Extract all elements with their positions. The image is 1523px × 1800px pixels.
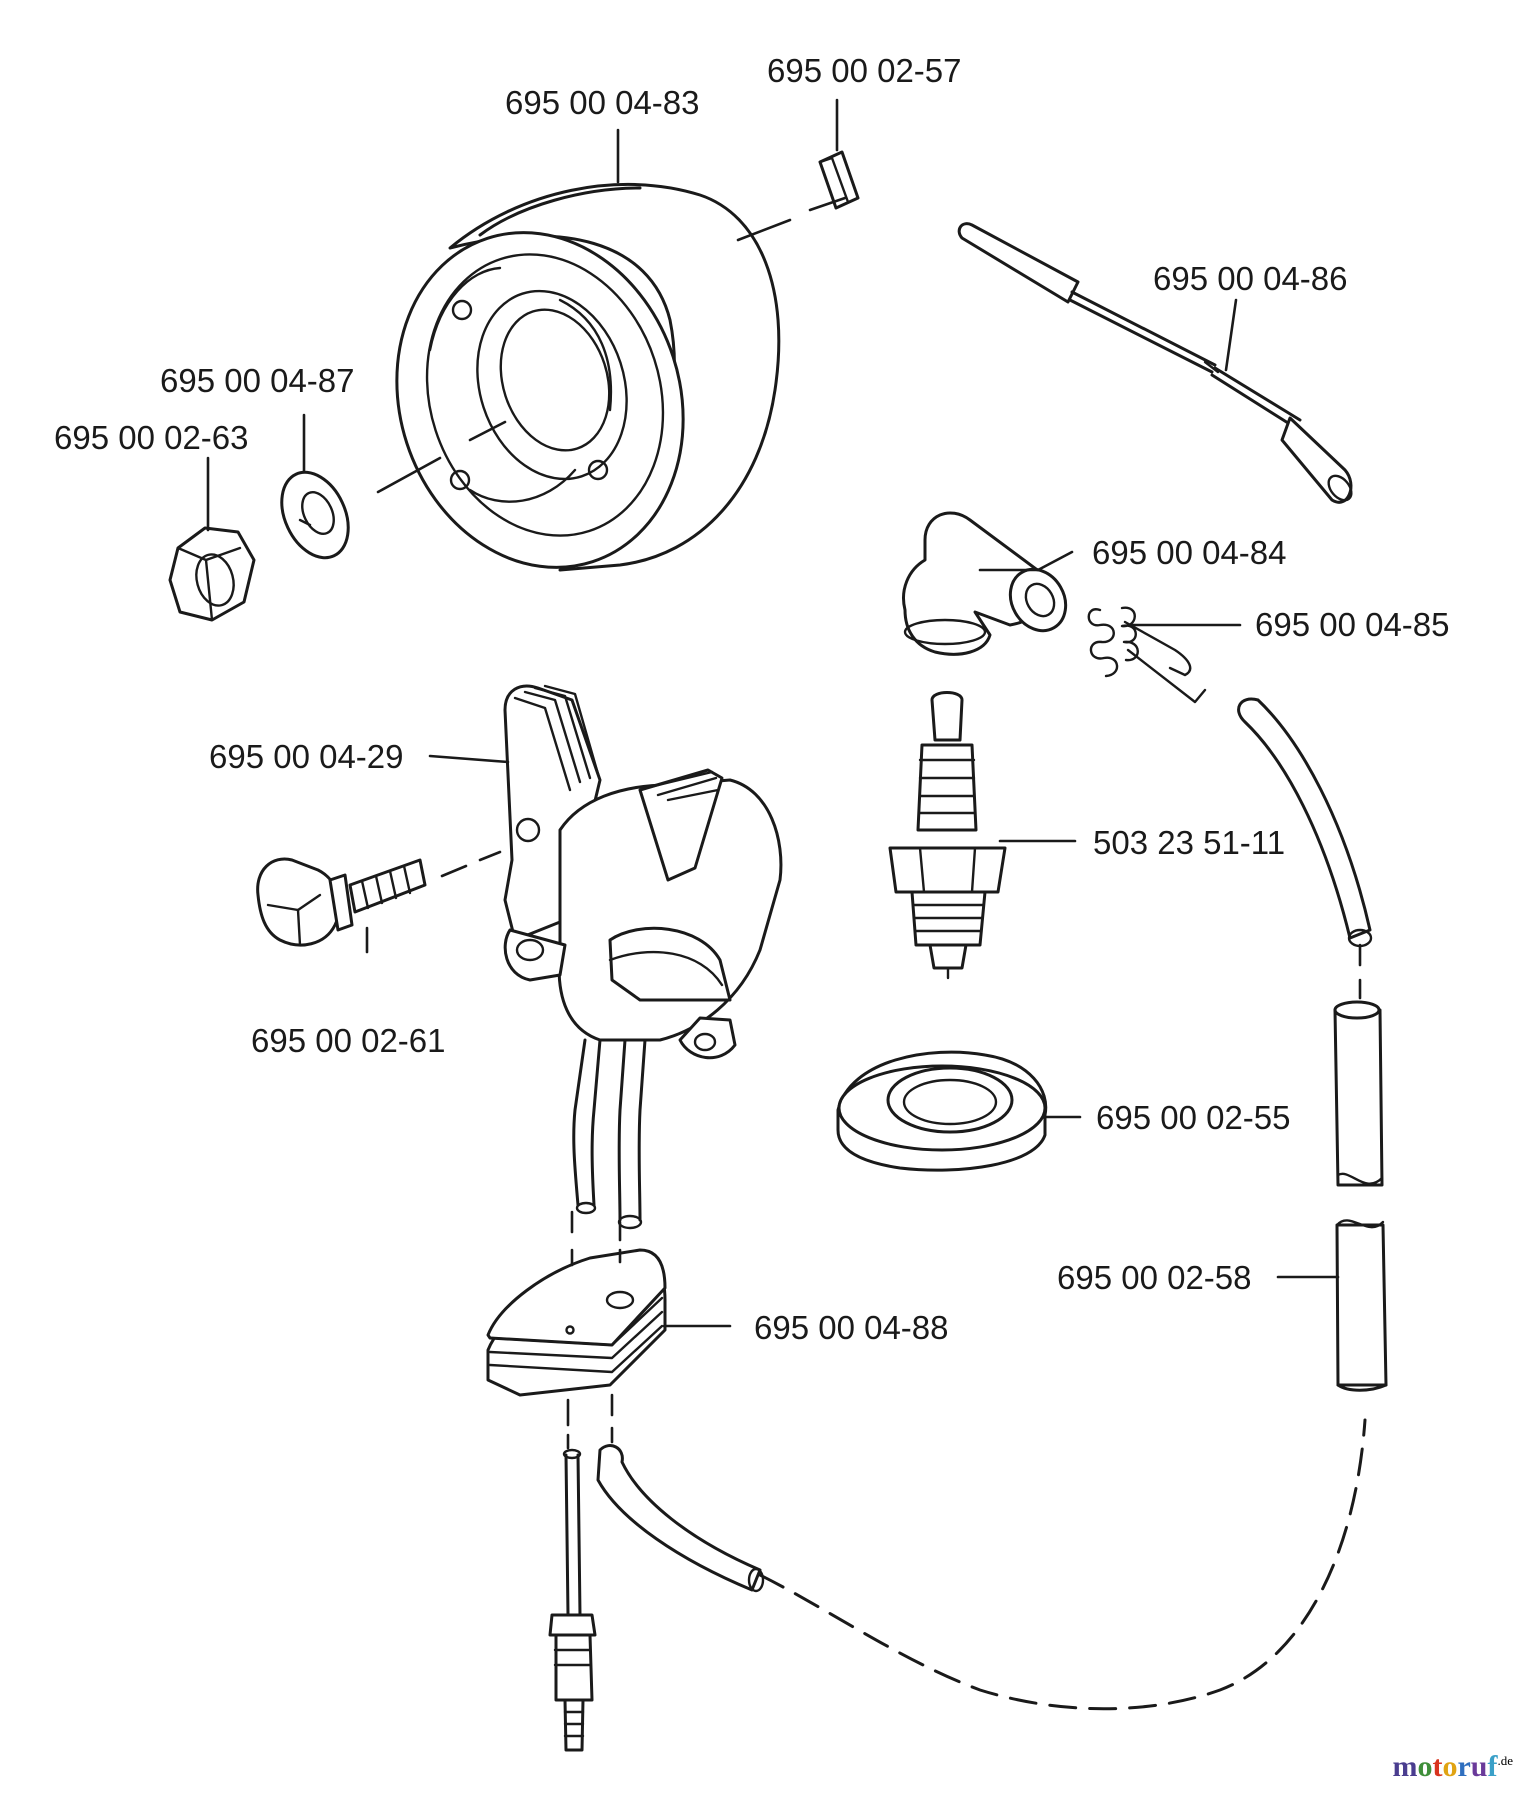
- spring: [1087, 606, 1207, 704]
- label-plug-boot: 695 00 02-55: [1096, 1099, 1291, 1136]
- label-terminal-block: 695 00 04-88: [754, 1309, 949, 1346]
- watermark-letter: t: [1432, 1750, 1443, 1783]
- ignition-module: [503, 684, 783, 1230]
- label-spring-washer: 695 00 04-87: [160, 362, 355, 399]
- leader-lines: [206, 98, 1340, 1328]
- watermark-letter: u: [1470, 1750, 1488, 1783]
- spark-plug: [888, 691, 1007, 980]
- label-hose: 695 00 02-58: [1057, 1259, 1252, 1296]
- label-nut: 695 00 02-63: [54, 419, 249, 456]
- watermark-logo: motoruf.de: [1392, 1752, 1513, 1782]
- label-ignition-module: 695 00 04-29: [209, 738, 404, 775]
- label-flywheel: 695 00 04-83: [505, 84, 700, 121]
- label-plug-cap: 695 00 04-84: [1092, 534, 1287, 571]
- label-screw: 695 00 02-61: [251, 1022, 446, 1059]
- watermark-letter: f: [1487, 1750, 1498, 1783]
- watermark-letter: m: [1392, 1750, 1418, 1783]
- assembly-lines: [376, 196, 1362, 1450]
- nut: [168, 526, 256, 622]
- spring-washer: [280, 470, 350, 560]
- ignition-lead: [957, 222, 1353, 504]
- hose: [596, 697, 1388, 1711]
- label-spring: 695 00 04-85: [1255, 606, 1450, 643]
- connector: [548, 1448, 597, 1752]
- plug-cap: [902, 511, 1068, 656]
- label-ignition-lead: 695 00 04-86: [1153, 260, 1348, 297]
- watermark-letter: o: [1442, 1750, 1458, 1783]
- plug-boot: [836, 1050, 1048, 1172]
- watermark-text: motoruf: [1392, 1750, 1497, 1783]
- label-spark-plug: 503 23 51-11: [1093, 824, 1286, 861]
- key: [818, 150, 860, 210]
- watermark-letter: r: [1457, 1750, 1471, 1783]
- terminal-block: [486, 1248, 667, 1397]
- label-key: 695 00 02-57: [767, 52, 962, 89]
- screw: [256, 857, 427, 947]
- watermark-suffix: .de: [1497, 1753, 1513, 1768]
- flywheel: [395, 182, 781, 572]
- watermark-letter: o: [1417, 1750, 1433, 1783]
